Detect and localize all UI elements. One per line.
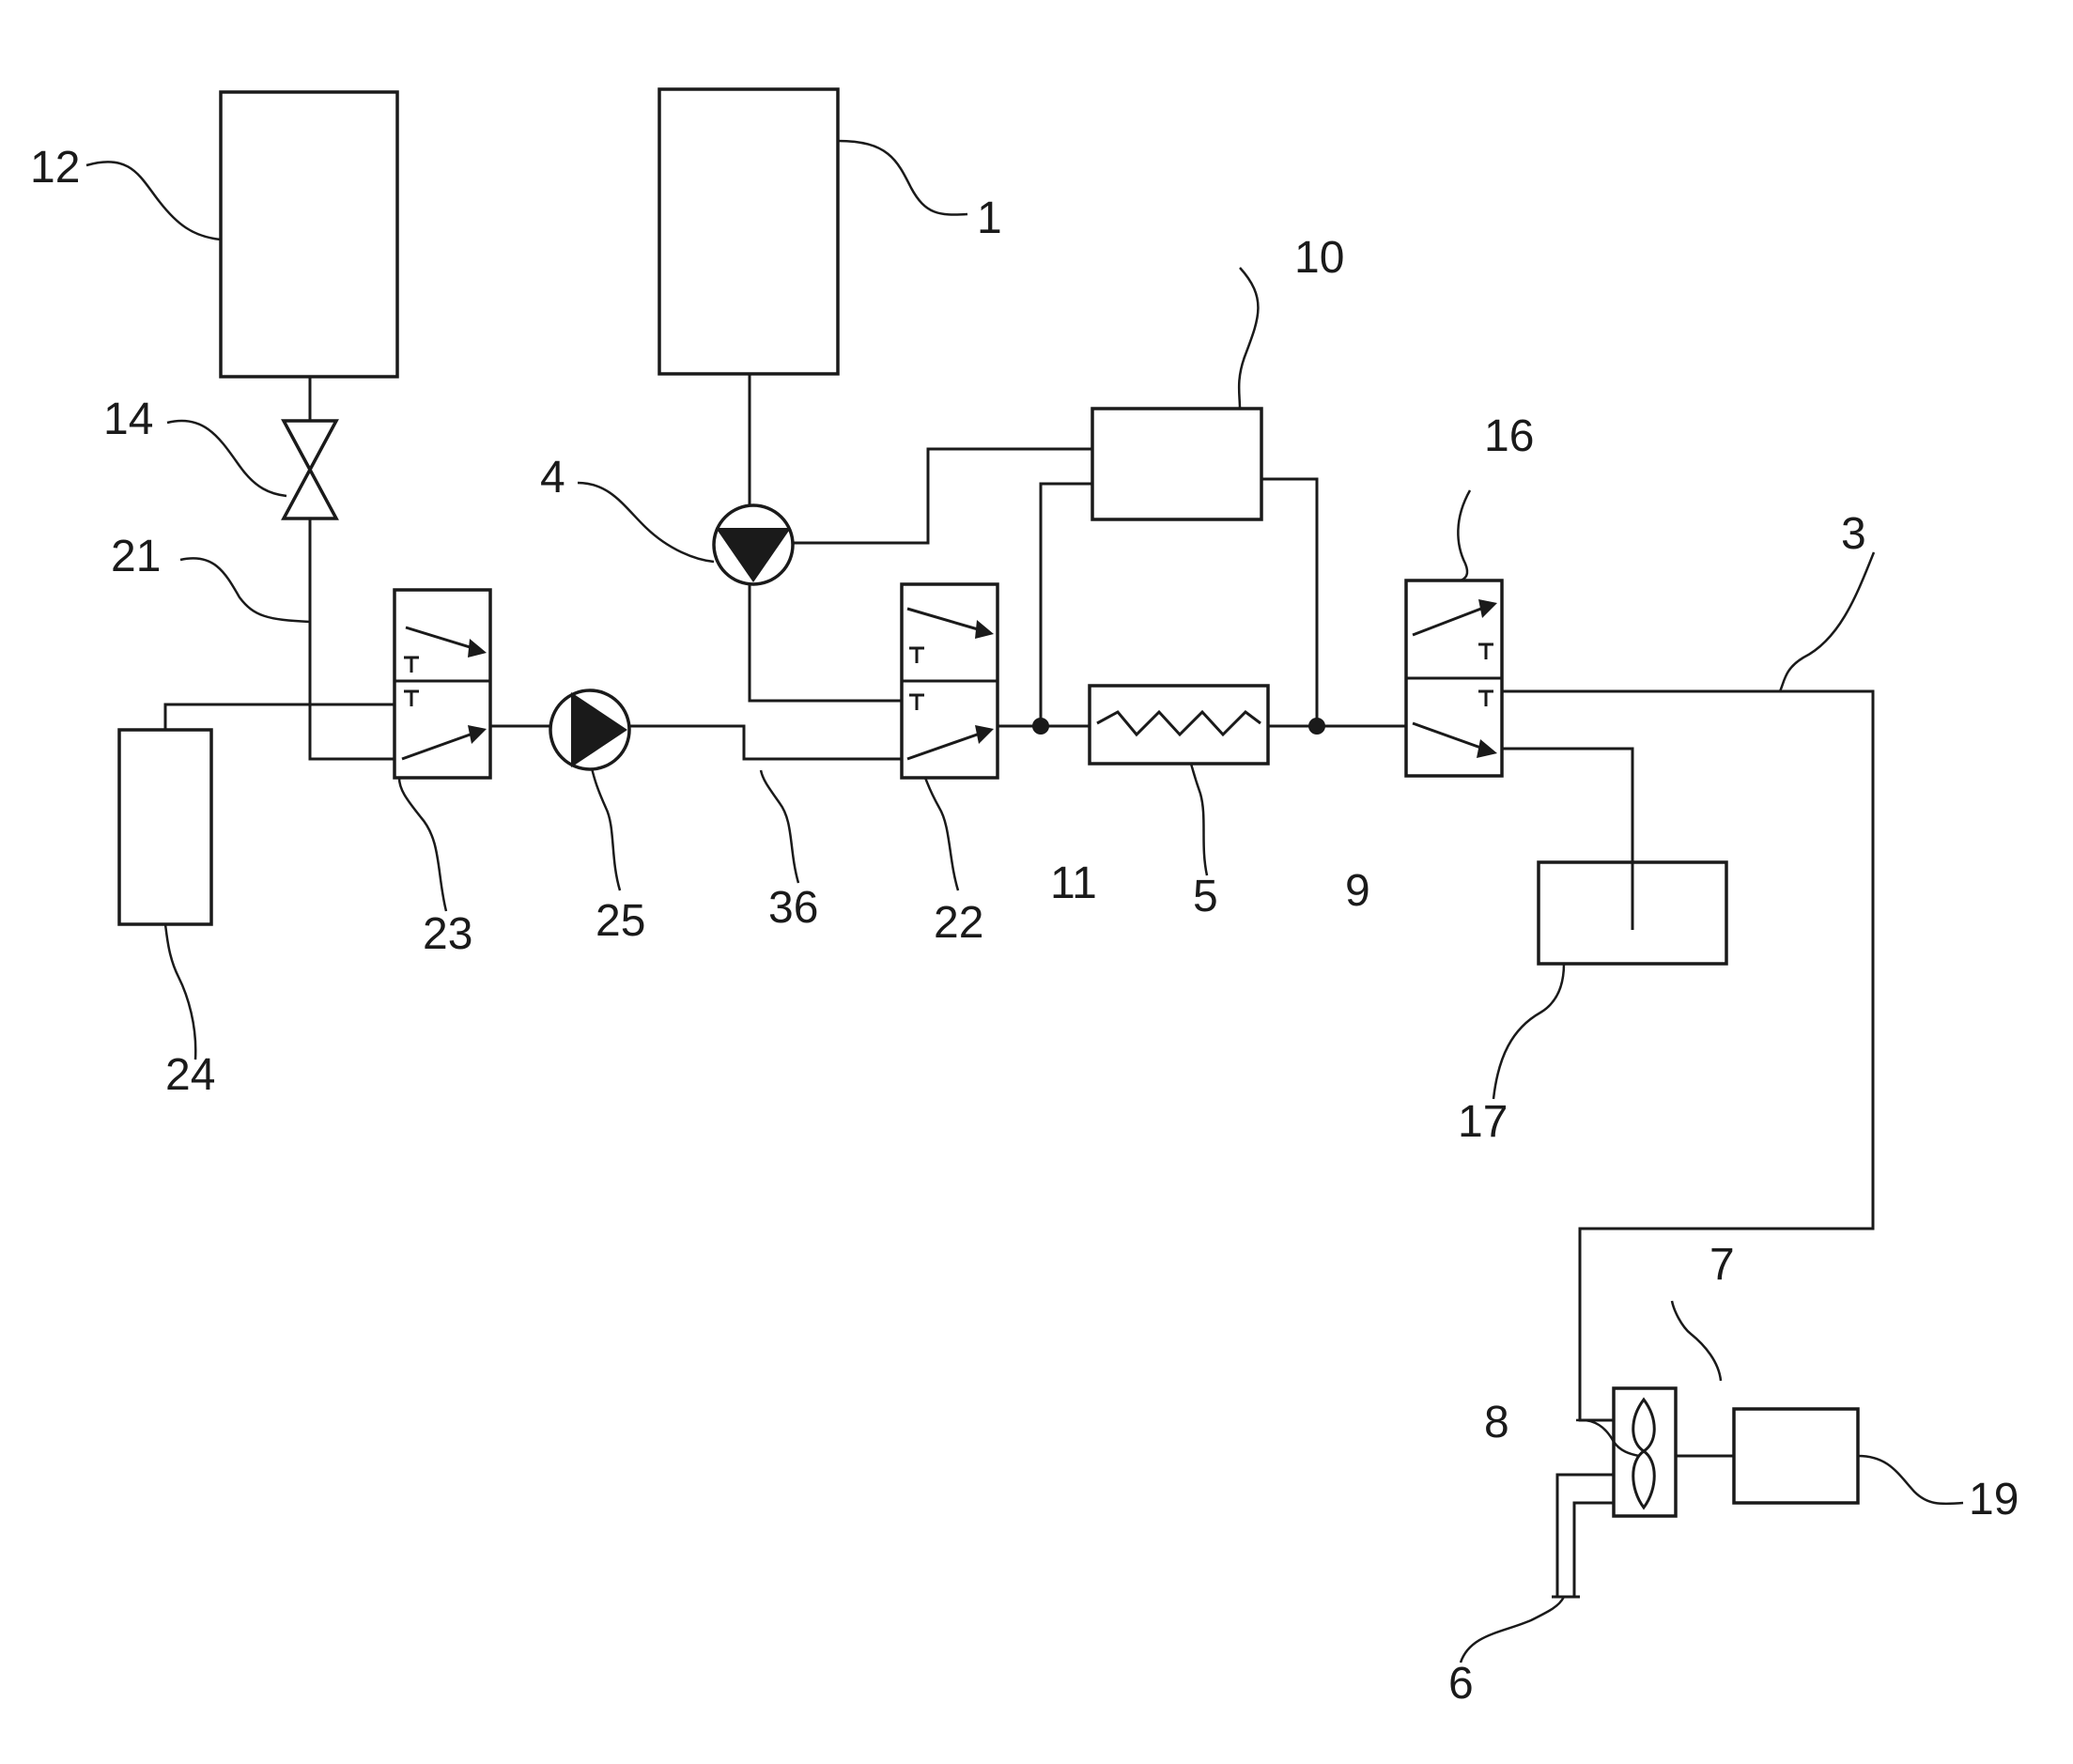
- label-17: 17: [1458, 1097, 1508, 1147]
- switch-valve-22: [902, 584, 998, 778]
- label-7: 7: [1709, 1240, 1735, 1290]
- container-24: [119, 730, 211, 924]
- tank-12: [221, 92, 397, 377]
- label-10: 10: [1294, 233, 1344, 283]
- label-5: 5: [1193, 872, 1218, 921]
- label-25: 25: [596, 896, 645, 946]
- label-4: 4: [540, 453, 565, 503]
- label-22: 22: [934, 898, 983, 948]
- switch-valve-23: [394, 590, 490, 778]
- unit-10: [1092, 409, 1261, 519]
- label-9: 9: [1345, 866, 1370, 916]
- label-24: 24: [165, 1050, 215, 1100]
- label-11: 11: [1050, 859, 1097, 908]
- label-8: 8: [1484, 1398, 1509, 1447]
- valve-14: [284, 421, 336, 518]
- label-16: 16: [1484, 411, 1534, 461]
- heater-5: [1090, 686, 1268, 764]
- label-23: 23: [423, 909, 472, 959]
- pump-25: [550, 690, 629, 769]
- label-21: 21: [111, 532, 161, 581]
- label-6: 6: [1448, 1659, 1474, 1709]
- label-1: 1: [977, 193, 1002, 243]
- junction-9: [1308, 718, 1325, 735]
- junction-11: [1032, 718, 1049, 735]
- label-19: 19: [1969, 1475, 2019, 1524]
- label-3: 3: [1841, 509, 1866, 559]
- label-36: 36: [768, 883, 818, 933]
- switch-valve-16: [1406, 580, 1502, 776]
- label-14: 14: [103, 395, 153, 444]
- label-12: 12: [30, 143, 80, 193]
- tank-1: [659, 89, 838, 374]
- fan-unit-7: [1614, 1388, 1676, 1516]
- unit-19: [1734, 1409, 1858, 1503]
- pump-4: [714, 505, 793, 584]
